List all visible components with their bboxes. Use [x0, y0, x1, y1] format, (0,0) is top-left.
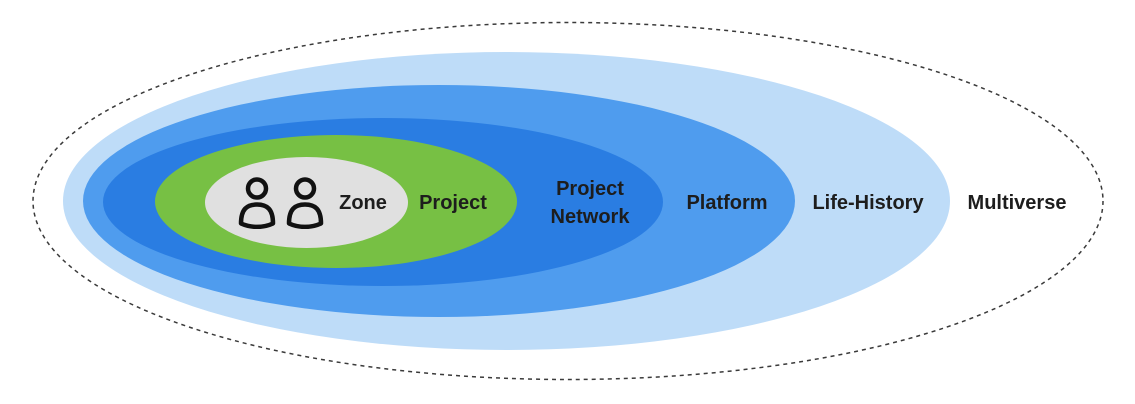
zone-label: Zone: [339, 192, 387, 214]
multiverse-label: Multiverse: [967, 192, 1067, 214]
life-history-label: Life-History: [812, 192, 924, 214]
project-network-label: Project Network: [550, 178, 630, 228]
platform-label: Platform: [686, 192, 768, 214]
project-label: Project: [419, 192, 487, 214]
person-icon: [286, 177, 324, 229]
person-icon: [238, 177, 276, 229]
